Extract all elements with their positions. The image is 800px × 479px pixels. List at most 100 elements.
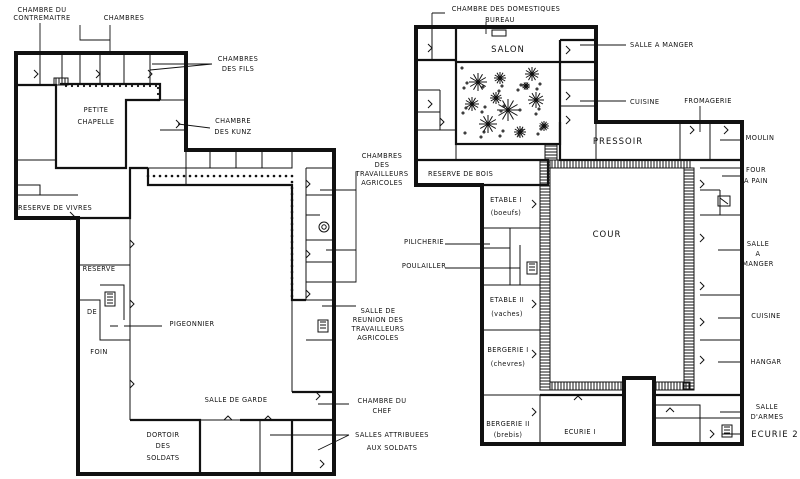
dot-mark xyxy=(200,174,204,178)
dot-mark xyxy=(290,234,294,238)
dot-mark xyxy=(100,84,104,88)
hatched-wall xyxy=(683,167,695,391)
dot-mark xyxy=(290,228,294,232)
garden-dot xyxy=(499,109,503,113)
dot-mark xyxy=(290,264,294,268)
garden-dot xyxy=(481,85,485,89)
dot-mark xyxy=(290,276,294,280)
dot-mark xyxy=(290,294,294,298)
dot-mark xyxy=(130,84,134,88)
label-etable-2: ETABLE II xyxy=(490,296,524,304)
svg-text:(brebis): (brebis) xyxy=(494,431,523,439)
plant-center xyxy=(486,122,490,126)
label-salle-d-armes: SALLE xyxy=(756,403,778,411)
dot-mark xyxy=(290,192,294,196)
door-swing xyxy=(95,69,101,79)
dot-mark xyxy=(290,282,294,286)
garden-dot xyxy=(500,84,504,88)
dot-mark xyxy=(290,246,294,250)
door-swing xyxy=(129,239,135,249)
dot-mark xyxy=(148,84,152,88)
dot-mark xyxy=(106,84,110,88)
left-north-dotted-row xyxy=(146,174,294,178)
right-leader-lines xyxy=(431,12,740,435)
dot-mark xyxy=(290,210,294,214)
dot-mark xyxy=(156,98,160,102)
dot-mark xyxy=(194,174,198,178)
door-swing xyxy=(531,407,537,417)
label-bergerie-1: BERGERIE I xyxy=(487,346,528,354)
dot-mark xyxy=(290,204,294,208)
left-leader-lines xyxy=(39,23,357,451)
garden-dot xyxy=(502,104,506,108)
right-courtyard-hatching xyxy=(539,143,695,391)
dot-mark xyxy=(158,174,162,178)
oven-icon xyxy=(717,195,731,207)
dot-mark xyxy=(290,174,294,178)
door-swing xyxy=(699,233,705,243)
dot-mark xyxy=(230,174,234,178)
label-cuisine-right: CUISINE xyxy=(751,312,780,320)
door-swing xyxy=(699,281,705,291)
label-cuisine-top: CUISINE xyxy=(630,98,659,106)
svg-text:AGRICOLES: AGRICOLES xyxy=(361,179,402,187)
left-north-inner-wall xyxy=(16,83,160,170)
label-chambres-travailleurs: CHAMBRES xyxy=(362,152,402,160)
hatched-wall xyxy=(549,381,625,391)
dot-mark xyxy=(136,84,140,88)
label-salle-a-manger-right: SALLE xyxy=(747,240,769,248)
garden-dot xyxy=(480,110,484,114)
dot-mark xyxy=(112,84,116,88)
label-salles-soldats: SALLES ATTRIBUEES xyxy=(355,431,429,439)
svg-text:AGRICOLES: AGRICOLES xyxy=(357,334,398,342)
plant-stroke xyxy=(502,109,509,120)
door-swing xyxy=(699,179,705,189)
garden-dot xyxy=(482,130,486,134)
right-plan: CHAMBRE DES DOMESTIQUES BUREAU SALON SAL… xyxy=(402,5,798,446)
label-pressoir: PRESSOIR xyxy=(593,137,643,147)
dot-mark xyxy=(206,174,210,178)
door-swing xyxy=(565,45,571,55)
garden-dot xyxy=(520,128,524,132)
door-swing xyxy=(723,125,729,135)
plant-center xyxy=(494,96,498,100)
door-swing xyxy=(427,99,433,109)
garden-dot xyxy=(498,134,502,138)
svg-text:CHAPELLE: CHAPELLE xyxy=(78,118,115,126)
garden-dot xyxy=(519,83,523,87)
label-pigeonnier: PIGEONNIER xyxy=(170,320,215,328)
dot-mark xyxy=(176,174,180,178)
dot-mark xyxy=(242,174,246,178)
label-cour: COUR xyxy=(593,230,622,240)
label-fromagerie: FROMAGERIE xyxy=(684,97,732,105)
dot-mark xyxy=(94,84,98,88)
garden-dot xyxy=(465,81,469,85)
plant-center xyxy=(476,80,480,84)
left-east-dotted-column xyxy=(290,180,294,298)
dot-mark xyxy=(290,240,294,244)
door-swing xyxy=(565,91,571,101)
dot-mark xyxy=(182,174,186,178)
garden-dot xyxy=(479,135,483,139)
garden-dot xyxy=(534,112,538,116)
left-staircase xyxy=(53,77,69,86)
label-etable-1: ETABLE I xyxy=(490,196,522,204)
door-swing xyxy=(699,317,705,327)
door-swing xyxy=(315,391,321,401)
left-plan: CHAMBRE DU CONTREMAITRE CHAMBRES CHAMBRE… xyxy=(13,6,429,476)
door-swing xyxy=(69,211,75,221)
garden-dot xyxy=(539,127,543,131)
svg-text:DES: DES xyxy=(375,161,390,169)
label-bergerie-2: BERGERIE II xyxy=(486,420,530,428)
label-four-a-pain: FOUR xyxy=(746,166,766,174)
dot-mark xyxy=(290,222,294,226)
garden-dot xyxy=(516,88,520,92)
label-salle-a-manger-top: SALLE A MANGER xyxy=(630,41,694,49)
label-salle-reunion: SALLE DE xyxy=(361,307,396,315)
door-swing xyxy=(305,249,311,259)
label-chambres: CHAMBRES xyxy=(104,14,144,22)
door-swing xyxy=(305,179,311,189)
label-reserve-bois: RESERVE DE BOIS xyxy=(428,170,493,178)
svg-text:AUX SOLDATS: AUX SOLDATS xyxy=(367,444,418,452)
hatched-wall xyxy=(549,159,691,169)
